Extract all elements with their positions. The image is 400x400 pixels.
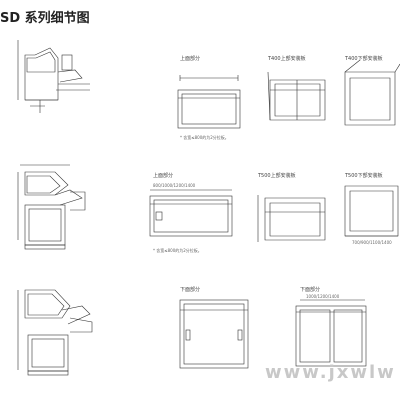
top-part-label-1: 上面部分 [180, 56, 201, 62]
top-part-dim-2: 800/1000/1200/1400 [153, 183, 196, 188]
t500-bottom-dim: 700/900/1100/1400 [352, 240, 392, 245]
t500-top-plate [257, 195, 326, 242]
t400-bottom-label: T400下部安装板 [345, 56, 383, 62]
bottom-part-label-2: 下面部分 [300, 287, 321, 293]
top-part-note-2: * 含宽≤800的为2分拉板。 [153, 248, 202, 253]
watermark: www.jxwlw [265, 362, 396, 383]
t400-bottom-plate [344, 59, 400, 126]
bottom-part-dim-2: 1000/1200/1400 [306, 294, 340, 299]
top-part-front-2 [149, 189, 233, 237]
t400-top-plate [267, 71, 326, 121]
console-elevation-3 [17, 289, 93, 376]
top-part-label-2: 上面部分 [153, 173, 174, 179]
bottom-part-front-1 [179, 299, 249, 369]
top-part-note-1: * 含宽≤800的为2分拉板。 [180, 135, 229, 140]
page-title: SD 系列细节图 [0, 11, 90, 26]
t500-bottom-label: T500下部安装板 [345, 173, 383, 179]
t500-top-label: T500上部安装板 [258, 173, 296, 179]
top-part-front-1 [177, 75, 241, 129]
bottom-part-front-2 [295, 299, 367, 367]
console-elevation-1 [17, 40, 90, 113]
console-elevation-2 [17, 164, 86, 250]
t500-bottom-plate [344, 185, 399, 237]
t400-top-label: T400上部安装板 [268, 56, 306, 62]
bottom-part-label-1: 下面部分 [180, 287, 201, 293]
